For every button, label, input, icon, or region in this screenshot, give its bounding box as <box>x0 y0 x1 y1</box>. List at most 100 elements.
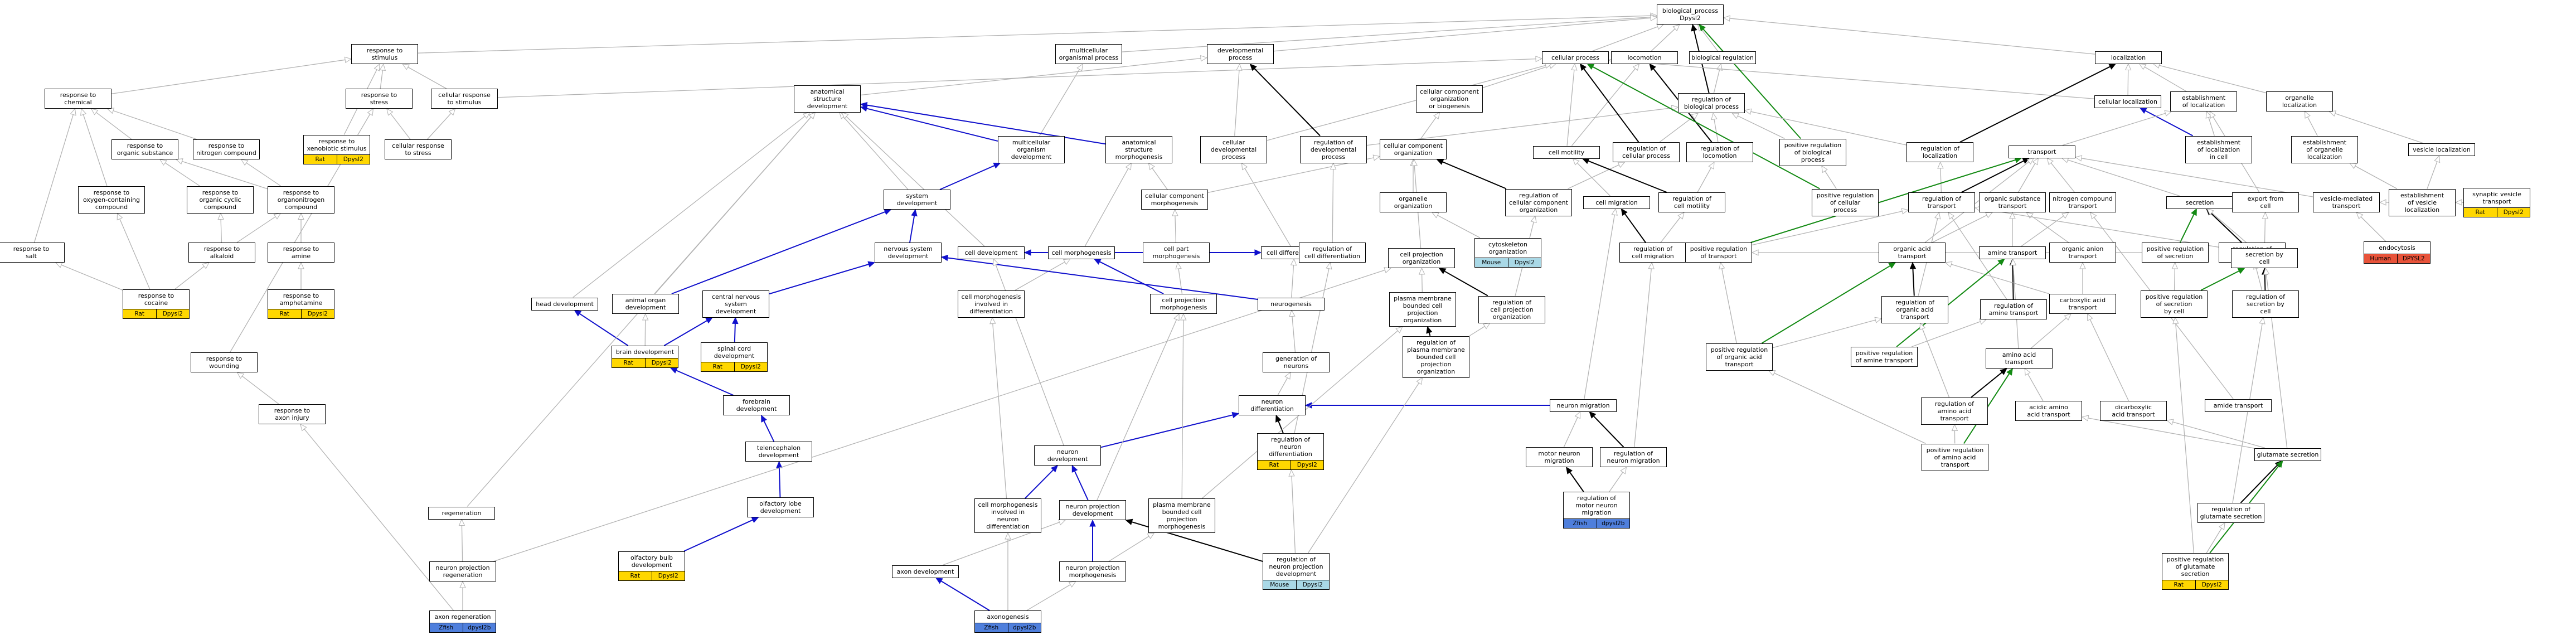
go-term-regseccell[interactable]: regulation of secretion by cell <box>2232 290 2299 318</box>
go-term-oat[interactable]: organic acid transport <box>1879 243 1946 263</box>
go-term-regbp[interactable]: regulation of biological process <box>1678 93 1745 113</box>
go-term-posregcp[interactable]: positive regulation of cellular process <box>1812 189 1879 216</box>
go-term-amidet[interactable]: amide transport <box>2205 399 2272 412</box>
go-term-aod[interactable]: animal organ development <box>612 294 679 314</box>
go-term-neumig[interactable]: neuron migration <box>1550 399 1617 412</box>
go-term-cloc[interactable]: cellular localization <box>2094 95 2161 108</box>
go-term-nct[interactable]: nitrogen compound transport <box>2049 192 2116 212</box>
go-term-transport[interactable]: transport <box>2009 146 2075 158</box>
go-term-ramine[interactable]: response to amine <box>268 243 334 263</box>
go-term-posregtrans[interactable]: positive regulation of transport <box>1685 243 1752 263</box>
go-term-rncomp[interactable]: response to nitrogen compound <box>193 139 260 159</box>
go-term-ralk[interactable]: response to alkaloid <box>188 243 255 263</box>
go-term-orgloc[interactable]: organelle localization <box>2266 91 2333 112</box>
go-term-celldev[interactable]: cell development <box>958 246 1025 259</box>
go-term-cpo[interactable]: cell projection organization <box>1388 248 1455 268</box>
go-term-estorgloc[interactable]: establishment of organelle localization <box>2291 136 2358 163</box>
go-term-regtrans[interactable]: regulation of transport <box>1908 192 1975 212</box>
go-term-sysdev[interactable]: system development <box>884 190 950 210</box>
go-term-regpmbcpo[interactable]: regulation of plasma membrane bounded ce… <box>1403 336 1469 378</box>
go-term-regloco[interactable]: regulation of locomotion <box>1686 142 1753 162</box>
go-term-ost[interactable]: organic substance transport <box>1979 192 2046 212</box>
go-term-estloccell[interactable]: establishment of localization in cell <box>2185 136 2252 163</box>
go-term-pmbcpo[interactable]: plasma membrane bounded cell projection … <box>1389 292 1456 327</box>
go-term-bioreg[interactable]: biological regulation <box>1689 51 1756 64</box>
go-term-exportcell[interactable]: export from cell <box>2232 192 2299 212</box>
go-term-genneu[interactable]: generation of neurons <box>1263 352 1330 372</box>
go-term-aat[interactable]: amino acid transport <box>1986 348 2053 369</box>
go-term-mnm[interactable]: motor neuron migration <box>1526 447 1593 467</box>
go-term-npd[interactable]: neuron projection development <box>1059 500 1126 520</box>
go-term-nsd[interactable]: nervous system development <box>875 243 942 263</box>
go-term-regcdiff[interactable]: regulation of cell differentiation <box>1299 243 1366 263</box>
go-term-posregglu[interactable]: positive regulation of glutamate secreti… <box>2162 553 2229 590</box>
go-term-posregoat[interactable]: positive regulation of organic acid tran… <box>1706 343 1773 371</box>
go-term-cmdiff[interactable]: cell morphogenesis involved in different… <box>958 290 1025 318</box>
go-term-secretion[interactable]: secretion <box>2166 196 2233 209</box>
go-term-loc[interactable]: localization <box>2095 51 2162 64</box>
go-term-neurog[interactable]: neurogenesis <box>1258 298 1325 311</box>
go-term-cmineu[interactable]: cell morphogenesis involved in neuron di… <box>974 498 1041 533</box>
go-term-orgorg[interactable]: organelle organization <box>1380 192 1447 212</box>
go-term-rstress[interactable]: response to stress <box>346 89 413 109</box>
go-term-posregbp[interactable]: positive regulation of biological proces… <box>1779 139 1846 166</box>
go-term-asm[interactable]: anatomical structure morphogenesis <box>1105 136 1172 163</box>
go-term-regloc[interactable]: regulation of localization <box>1906 142 1973 162</box>
go-term-regdp[interactable]: regulation of developmental process <box>1300 136 1367 163</box>
go-term-glusec[interactable]: glutamate secretion <box>2254 448 2321 461</box>
go-term-neudiff[interactable]: neuron differentiation <box>1239 395 1306 415</box>
go-term-aminet[interactable]: amine transport <box>1979 246 2046 259</box>
go-term-regaminet[interactable]: regulation of amine transport <box>1980 299 2047 319</box>
go-term-cmorph[interactable]: cell morphogenesis <box>1048 246 1115 259</box>
go-term-olfl[interactable]: olfactory lobe development <box>747 497 814 517</box>
go-term-regnpd[interactable]: regulation of neuron projection developm… <box>1263 553 1330 590</box>
go-term-neudev[interactable]: neuron development <box>1034 445 1101 466</box>
go-term-npm[interactable]: neuron projection morphogenesis <box>1059 561 1126 581</box>
go-term-bp[interactable]: biological_process Dpysl2 <box>1657 4 1724 25</box>
go-term-acidic[interactable]: acidic amino acid transport <box>2015 401 2082 421</box>
go-term-regcco[interactable]: regulation of cellular component organiz… <box>1505 189 1572 216</box>
go-term-regneumig[interactable]: regulation of neuron migration <box>1600 447 1667 467</box>
go-term-cco[interactable]: cellular component organization <box>1380 139 1447 159</box>
go-term-regaat[interactable]: regulation of amino acid transport <box>1921 398 1988 425</box>
go-term-cmot[interactable]: cell motility <box>1533 146 1600 159</box>
go-term-vesloc[interactable]: vesicle localization <box>2408 143 2475 156</box>
go-term-rsalt[interactable]: response to salt <box>0 243 65 263</box>
go-term-npr[interactable]: neuron projection regeneration <box>429 561 496 581</box>
go-term-crstim[interactable]: cellular response to stimulus <box>431 89 498 109</box>
go-term-cdp[interactable]: cellular developmental process <box>1200 136 1267 163</box>
go-term-rocyc[interactable]: response to organic cyclic compound <box>187 186 254 214</box>
go-term-posregseccell[interactable]: positive regulation of secretion by cell <box>2141 290 2208 318</box>
go-term-cellp[interactable]: cellular process <box>1542 51 1609 64</box>
go-term-posregsec[interactable]: positive regulation of secretion <box>2142 243 2209 263</box>
go-term-estloc[interactable]: establishment of localization <box>2170 91 2237 112</box>
go-term-regglu[interactable]: regulation of glutamate secretion <box>2197 503 2264 523</box>
go-term-pmbcpm[interactable]: plasma membrane bounded cell projection … <box>1148 498 1215 533</box>
go-term-hdev[interactable]: head development <box>531 298 598 311</box>
go-term-oant[interactable]: organic anion transport <box>2049 243 2116 263</box>
go-term-cmig[interactable]: cell migration <box>1583 196 1650 209</box>
go-term-rorgn[interactable]: response to organonitrogen compound <box>268 186 334 214</box>
go-term-rchem[interactable]: response to chemical <box>45 89 111 109</box>
go-term-regcp[interactable]: regulation of cellular process <box>1613 142 1680 162</box>
go-term-seccell[interactable]: secretion by cell <box>2231 248 2298 268</box>
go-term-mop[interactable]: multicellular organismal process <box>1055 44 1122 64</box>
go-term-regen[interactable]: regeneration <box>428 507 495 520</box>
go-term-estvesloc[interactable]: establishment of vesicle localization <box>2389 189 2456 216</box>
go-term-loco[interactable]: locomotion <box>1611 51 1678 64</box>
go-term-vmt[interactable]: vesicle-mediated transport <box>2313 192 2380 212</box>
go-term-posregamt[interactable]: positive regulation of amine transport <box>1851 347 1918 367</box>
go-term-axdev[interactable]: axon development <box>892 565 959 578</box>
go-term-rstim[interactable]: response to stimulus <box>351 44 418 64</box>
